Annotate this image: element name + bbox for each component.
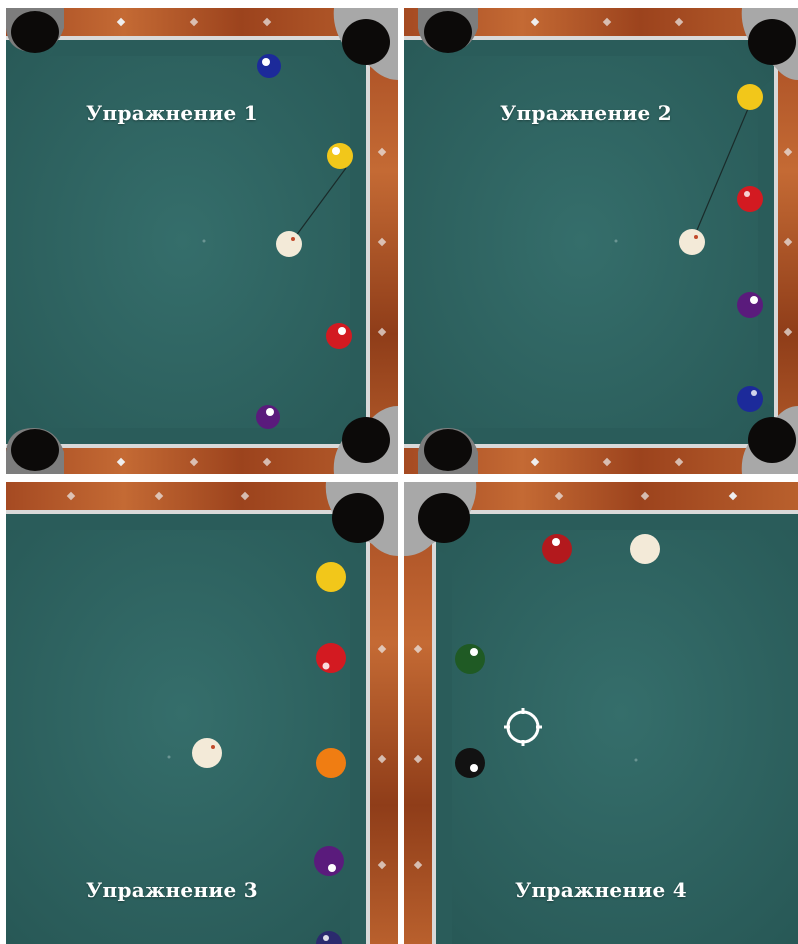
green-ball[interactable]: [455, 644, 485, 674]
exercise-4-panel: Упражнение 4: [404, 482, 798, 944]
black-ball[interactable]: [455, 748, 485, 778]
blue-ball[interactable]: [257, 54, 281, 78]
purple-ball[interactable]: [314, 846, 344, 876]
cue-ball[interactable]: [630, 534, 660, 564]
purple-ball[interactable]: [737, 292, 763, 318]
exercise-1-panel: Упражнение 1: [6, 8, 398, 474]
table-spot: [615, 240, 618, 243]
red-ball[interactable]: [316, 643, 346, 673]
yellow-ball[interactable]: [327, 143, 353, 169]
table-spot: [168, 756, 171, 759]
exercise-label: Упражнение 2: [404, 101, 798, 125]
red-ball[interactable]: [326, 323, 352, 349]
yellow-ball[interactable]: [316, 562, 346, 592]
exercise-label: Упражнение 1: [6, 101, 398, 125]
table-1: [6, 8, 398, 474]
red-ball[interactable]: [737, 186, 763, 212]
exercise-2-panel: Упражнение 2: [404, 8, 798, 474]
table-spot: [203, 240, 206, 243]
table-2: [404, 8, 798, 474]
orange-ball[interactable]: [316, 748, 346, 778]
exercise-3-panel: Упражнение 3: [6, 482, 398, 944]
table-4: [404, 482, 798, 944]
red-ball[interactable]: [542, 534, 572, 564]
exercise-label: Упражнение 3: [6, 878, 398, 902]
cue-ball[interactable]: [192, 738, 222, 768]
table-3: [6, 482, 398, 944]
blue-ball[interactable]: [737, 386, 763, 412]
exercise-label: Упражнение 4: [404, 878, 798, 902]
table-spot: [635, 759, 638, 762]
cue-ball[interactable]: [679, 229, 705, 255]
purple-ball[interactable]: [256, 405, 280, 429]
cue-ball[interactable]: [276, 231, 302, 257]
